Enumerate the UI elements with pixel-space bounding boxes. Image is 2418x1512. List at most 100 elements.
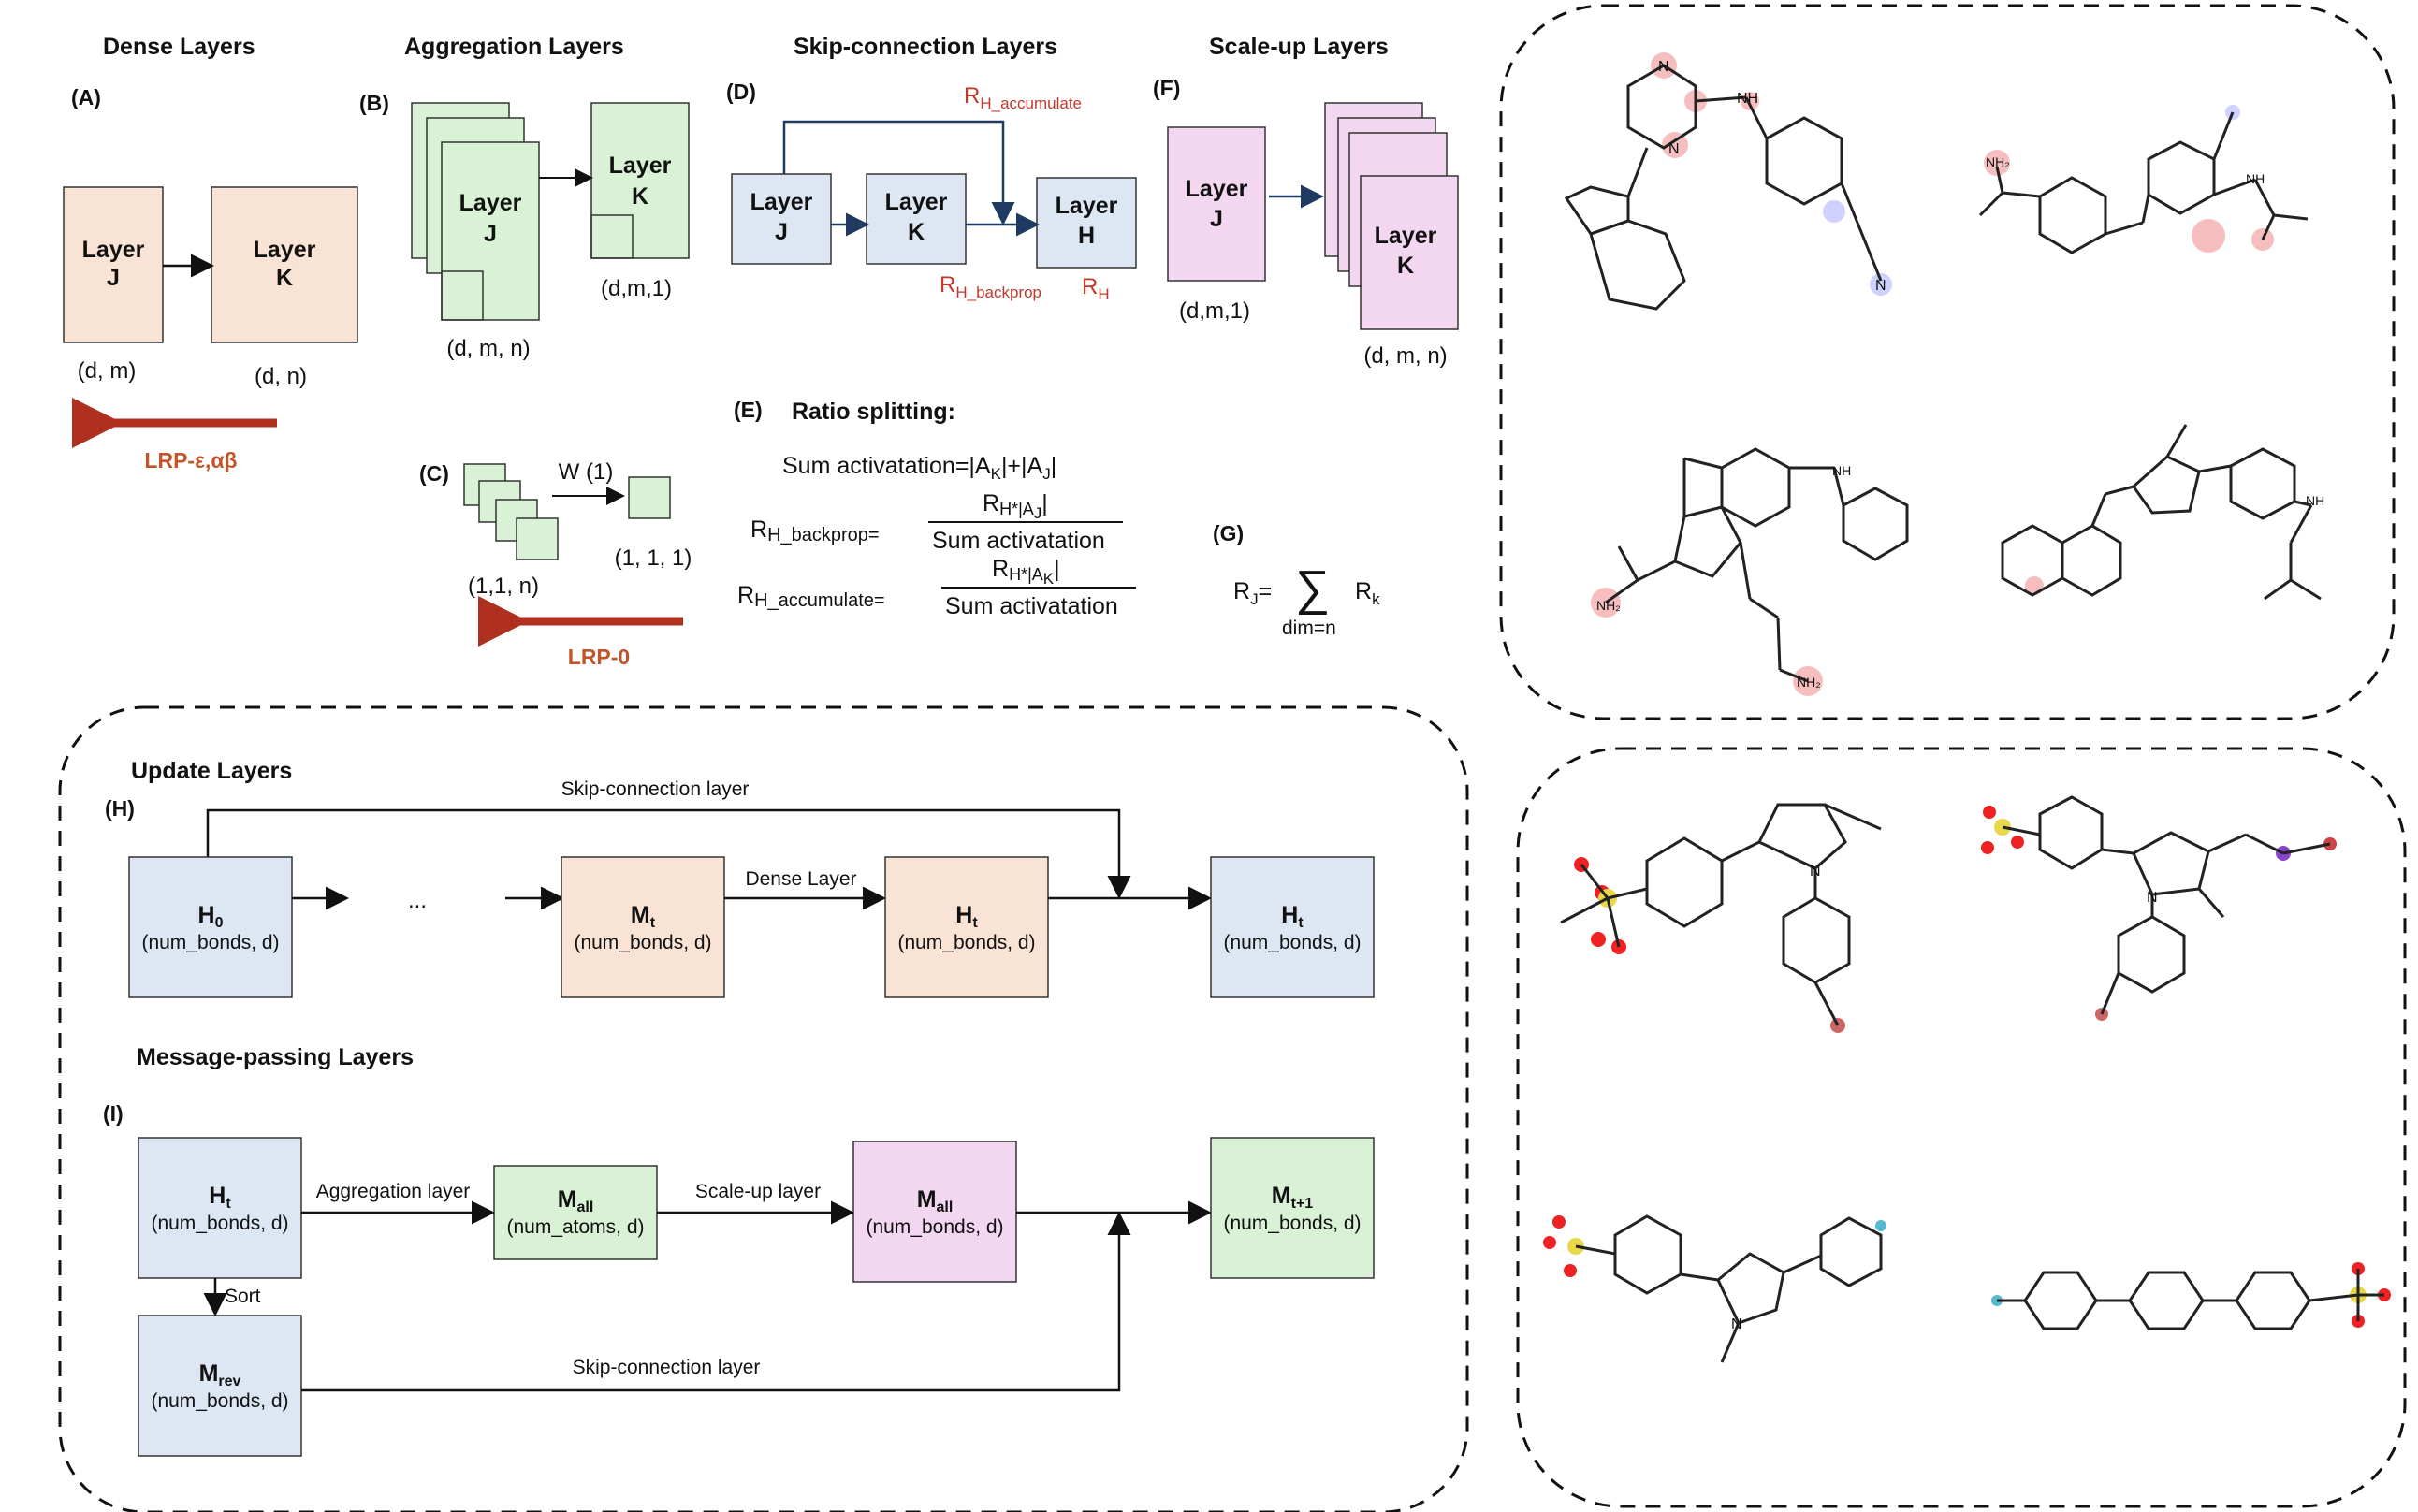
panelF-layer-j-box xyxy=(1167,126,1266,282)
panelI-box-mrev-name: Mrev xyxy=(199,1360,241,1389)
panelH-box-ht-dim: (num_bonds, d) xyxy=(897,932,1035,953)
panelH-box-mt xyxy=(561,856,725,998)
panelF-layer-k-box xyxy=(1360,175,1459,330)
mol1-nh: NH xyxy=(1737,91,1758,107)
panelB-layer-k-line1: Layer xyxy=(609,153,672,179)
panelE-denom-2: Sum activatation xyxy=(945,593,1118,619)
molecule-1: N N NH N xyxy=(1564,52,1892,311)
panelB-dim-j: (d, m, n) xyxy=(446,336,530,361)
mol3-nh2-a: NH₂ xyxy=(1596,598,1621,613)
panelI-box-mall-atoms-dim: (num_atoms, d) xyxy=(506,1216,644,1238)
panelB-kernel xyxy=(441,270,484,321)
panelH-box-ht-out xyxy=(1210,856,1375,998)
panelC-output xyxy=(628,476,671,519)
panelE-num1: RH*|AJ| xyxy=(983,490,1048,522)
panelG-sigma: ∑ xyxy=(1295,561,1330,616)
molecule-8 xyxy=(1991,1262,2391,1330)
panelE-accum-lhs: RH_accumulate= xyxy=(737,582,885,611)
mol2-nh2: NH₂ xyxy=(1986,154,2010,169)
molecule-3: NH₂ NH₂ NH xyxy=(1591,447,1909,696)
panelE-num2: RH*|AK| xyxy=(992,556,1060,588)
panelI-skip-label: Skip-connection layer xyxy=(573,1357,761,1378)
panelI-box-mall-atoms xyxy=(493,1165,658,1260)
label-A: (A) xyxy=(71,85,101,109)
mol3-nh: NH xyxy=(1832,463,1851,478)
panelB-layer-j-line1: Layer xyxy=(459,190,522,216)
panelH-box-h0-name: H0 xyxy=(198,902,224,931)
panelI-box-ht-dim: (num_bonds, d) xyxy=(151,1213,288,1234)
header-aggregation: Aggregation Layers xyxy=(404,34,624,60)
panelC-stack-4 xyxy=(516,517,559,560)
label-G: (G) xyxy=(1213,521,1244,545)
mol7-n: N xyxy=(1731,1316,1742,1332)
panelD-layer-k-line2: K xyxy=(908,219,925,245)
panelA-lrp-rule: LRP-ε,αβ xyxy=(144,448,237,472)
panelE-sum-def: Sum activatation=|AK|+|AJ| xyxy=(782,453,1056,483)
panelE-backprop-lhs: RH_backprop= xyxy=(750,516,880,545)
panelA-layer-k-box xyxy=(211,186,358,343)
panelH-box-mt-name: Mt xyxy=(631,902,656,931)
header-scaleup: Scale-up Layers xyxy=(1209,34,1389,60)
panelE-title: Ratio splitting: xyxy=(792,399,955,425)
panelH-box-h0-dim: (num_bonds, d) xyxy=(141,932,279,953)
panelD-layer-j-line1: Layer xyxy=(750,189,813,215)
panelF-layer-k-line2: K xyxy=(1397,253,1414,279)
mol1-n2: N xyxy=(1668,141,1680,157)
panelH-box-ht-out-name: Ht xyxy=(1281,902,1304,931)
panelD-layer-h-line1: Layer xyxy=(1056,193,1118,219)
label-I: (I) xyxy=(103,1101,124,1126)
panelH-skip-path xyxy=(206,808,1131,899)
panelH-box-ht-out-dim: (num_bonds, d) xyxy=(1223,932,1361,953)
panelA-dim-j: (d, m) xyxy=(78,358,137,384)
panelH-skip-label: Skip-connection layer xyxy=(561,778,750,800)
panelH-box-h0 xyxy=(128,856,293,998)
molecule-2: NH₂ NH xyxy=(1978,105,2309,254)
panelI-sort-label: Sort xyxy=(225,1286,261,1307)
panelH-dense-label: Dense Layer xyxy=(745,868,856,890)
molecule-7: N xyxy=(1543,1214,1886,1363)
panelG-rhs: Rk xyxy=(1355,578,1380,608)
panelH-box-ht xyxy=(884,856,1049,998)
panelD-r-acc: RH_accumulate xyxy=(964,83,1082,112)
panelB-layer-j-line2: J xyxy=(484,221,497,247)
panelA-layer-k-line2: K xyxy=(276,265,293,291)
panelD-layer-h-box xyxy=(1036,177,1137,269)
panelH-box-mt-dim: (num_bonds, d) xyxy=(574,932,711,953)
panelI-box-mt1-name: Mt+1 xyxy=(1272,1183,1314,1212)
panelA-layer-k-line1: Layer xyxy=(254,237,316,263)
mol2-nh: NH xyxy=(2246,171,2265,186)
mol1-n3: N xyxy=(1875,278,1886,294)
panelI-skip-path xyxy=(301,1212,1131,1392)
panelH-title: Update Layers xyxy=(131,758,292,784)
panelD-layer-j-box xyxy=(731,173,832,265)
molecule-5: N xyxy=(1560,803,1882,1033)
panelD-layer-j-line2: J xyxy=(775,219,788,245)
panelE-denom-1: Sum activatation xyxy=(932,528,1105,554)
panelI-box-ht-name: Ht xyxy=(209,1183,231,1212)
header-dense: Dense Layers xyxy=(103,34,255,60)
panelG-below: dim=n xyxy=(1282,618,1336,639)
panelI-agg-label: Aggregation layer xyxy=(316,1181,471,1202)
panelD-layer-k-box xyxy=(866,173,967,265)
panelA-layer-j-line2: J xyxy=(107,265,120,291)
molecules-bottom-container xyxy=(1516,747,2407,1508)
panelI-box-mall-bonds-dim: (num_bonds, d) xyxy=(866,1216,1003,1238)
panelI-title: Message-passing Layers xyxy=(137,1044,414,1070)
panelD-layer-k-line1: Layer xyxy=(885,189,948,215)
panelG-lhs: RJ= xyxy=(1233,578,1272,608)
molecule-4: NH xyxy=(2001,424,2324,601)
panelA-dim-k: (d, n) xyxy=(255,364,307,389)
panelC-dim-in: (1,1, n) xyxy=(468,574,539,599)
panelC-weight: W (1) xyxy=(559,459,614,485)
label-B: (B) xyxy=(359,91,389,115)
panelI-box-mall-atoms-name: Mall xyxy=(558,1186,594,1215)
panelI-box-mt1 xyxy=(1210,1137,1375,1279)
panelI-box-mrev-dim: (num_bonds, d) xyxy=(151,1390,288,1412)
panelI-box-mall-bonds-name: Mall xyxy=(917,1186,954,1215)
panelA-layer-j-box xyxy=(63,186,164,343)
panelH-box-ht-name: Ht xyxy=(955,902,978,931)
panelF-dim-k: (d, m, n) xyxy=(1363,343,1447,369)
panelD-skip-path xyxy=(782,120,1015,225)
panelB-layer-k-line2: K xyxy=(632,183,648,210)
